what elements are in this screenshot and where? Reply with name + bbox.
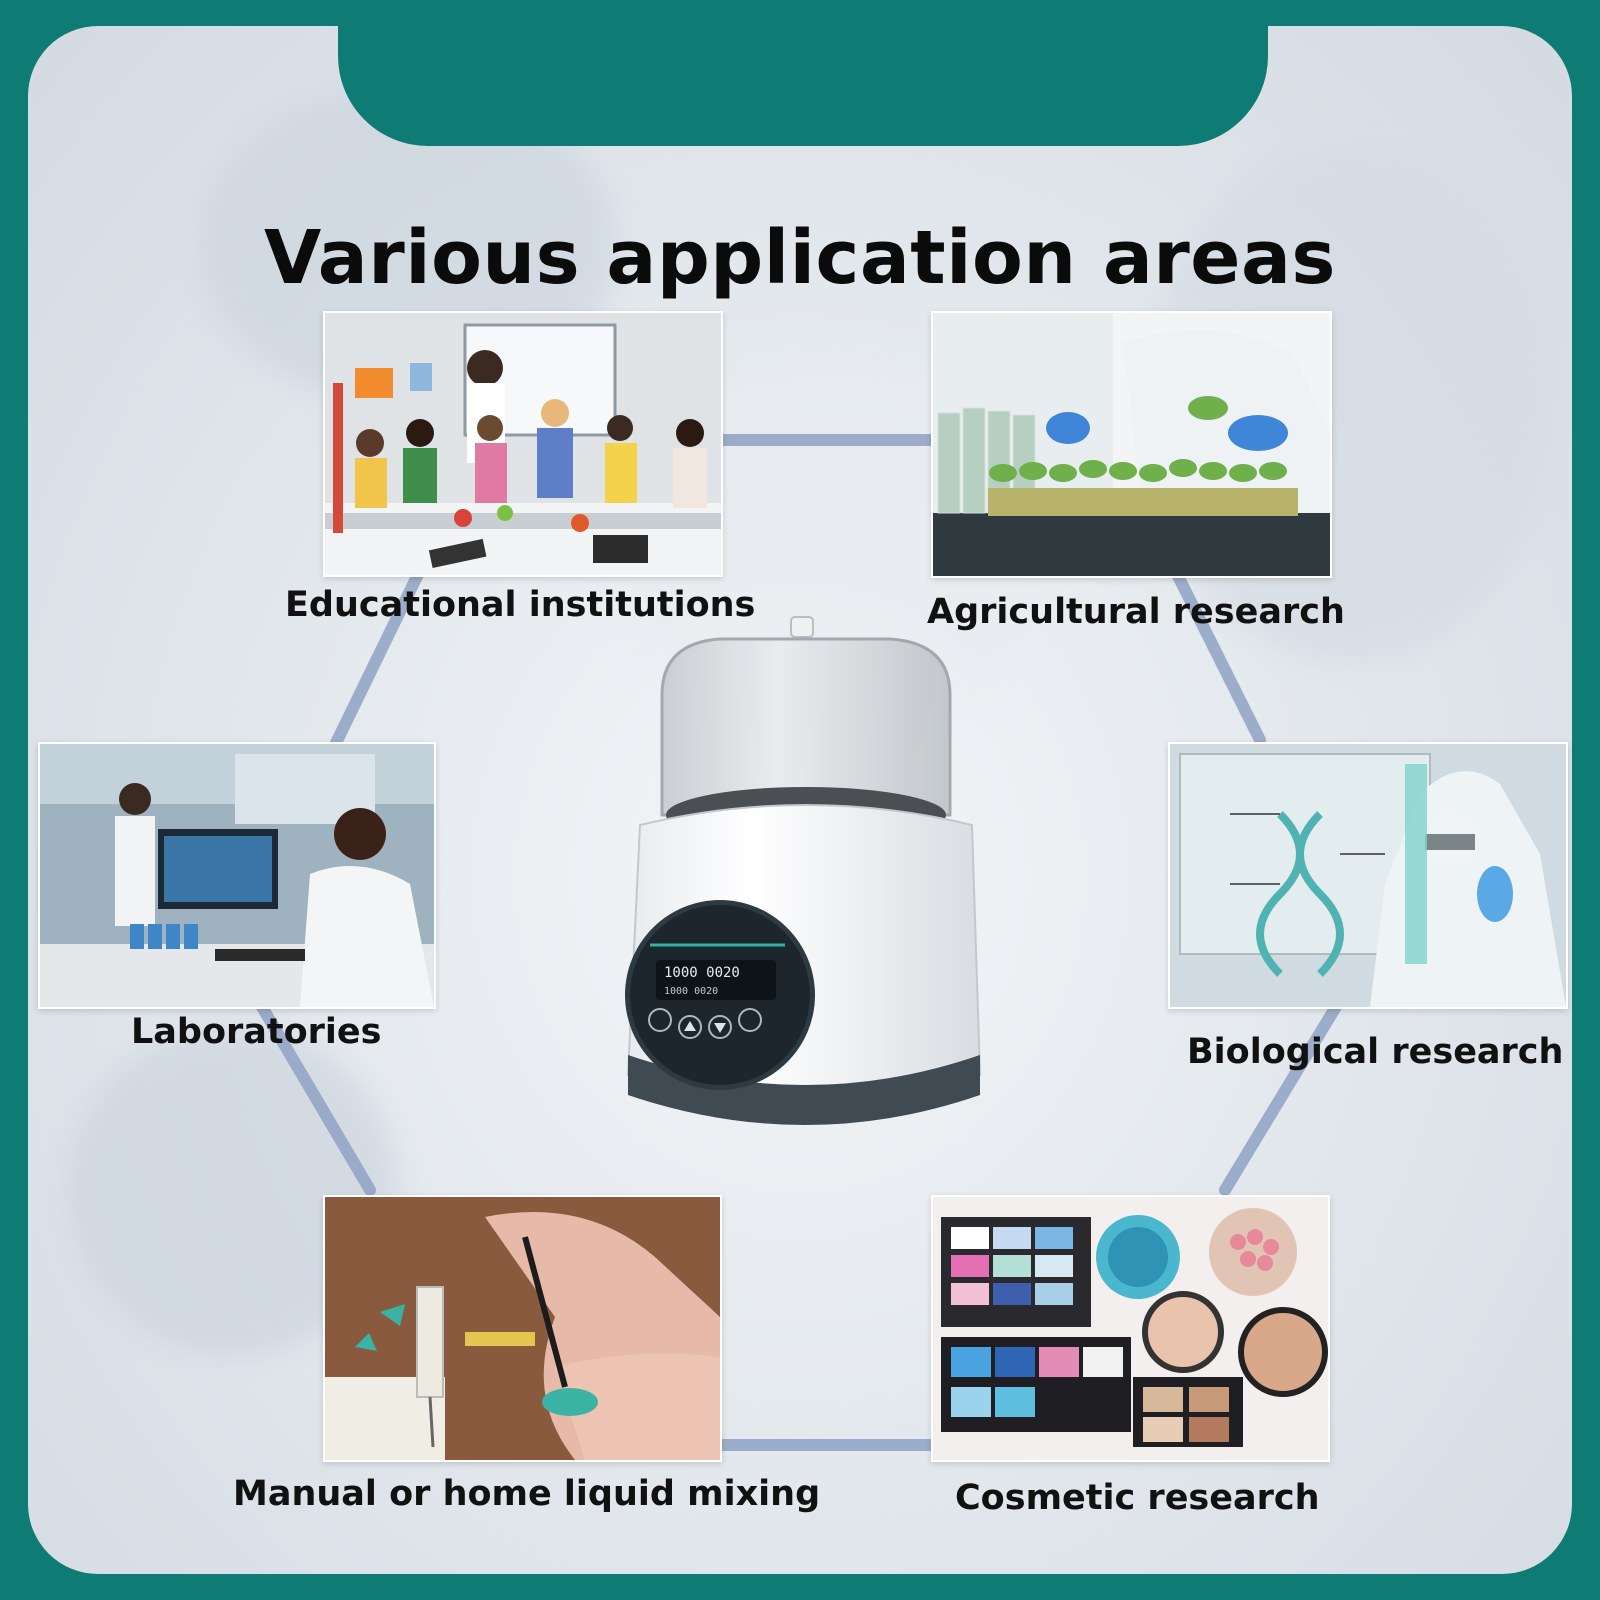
- top-notch: [338, 26, 1268, 146]
- laboratory-photo: [38, 742, 436, 1009]
- display-readout-bottom: 1000 0020: [664, 986, 718, 997]
- manual-mixing-photo: [323, 1195, 722, 1462]
- cosmetic-photo: [931, 1195, 1330, 1462]
- down-arrow-icon: [714, 1023, 726, 1033]
- mode-button[interactable]: [648, 1008, 672, 1032]
- up-button[interactable]: [678, 1015, 702, 1039]
- down-button[interactable]: [708, 1015, 732, 1039]
- biology-photo: [1168, 742, 1568, 1009]
- caption-agricultural: Agricultural research: [927, 592, 1345, 632]
- page-title: Various application areas: [264, 214, 1336, 301]
- caption-laboratories: Laboratories: [131, 1012, 382, 1052]
- caption-educational: Educational institutions: [285, 585, 756, 625]
- stirrer-device: 1000 0020 1000 0020: [620, 615, 1000, 1159]
- caption-biological: Biological research: [1187, 1032, 1564, 1072]
- caption-manual-mixing: Manual or home liquid mixing: [233, 1474, 821, 1514]
- up-arrow-icon: [684, 1021, 696, 1031]
- start-button[interactable]: [738, 1008, 762, 1032]
- caption-cosmetic: Cosmetic research: [955, 1478, 1320, 1518]
- education-photo: [323, 311, 723, 577]
- display-readout-top: 1000 0020: [664, 965, 740, 981]
- agriculture-photo: [931, 311, 1332, 578]
